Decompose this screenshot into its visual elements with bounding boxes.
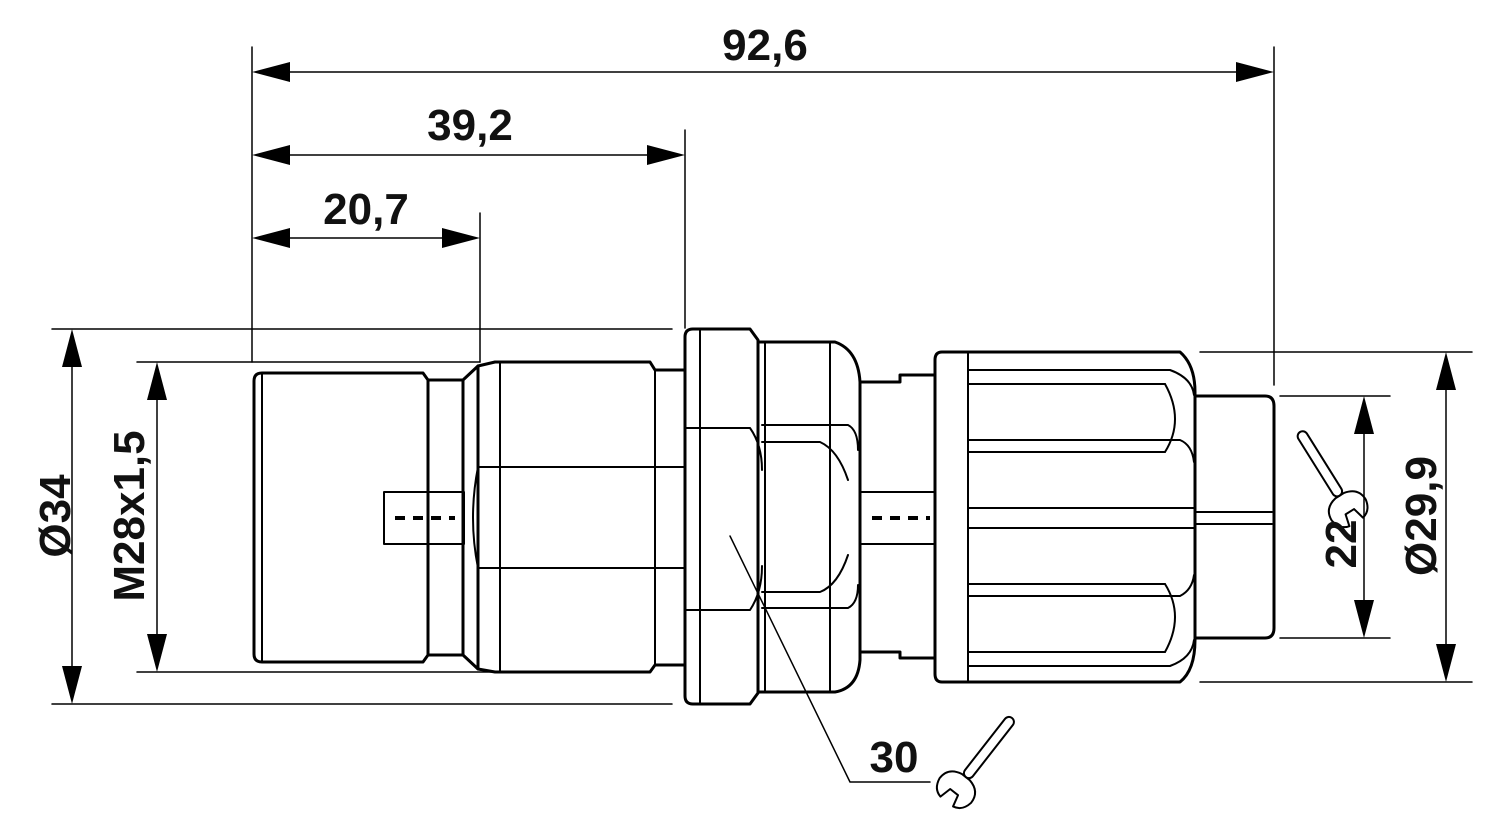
gland-cap: [933, 350, 1197, 684]
dimension-outer-diameter: [51, 328, 673, 705]
gland-diameter-label: Ø29,9: [1397, 456, 1446, 576]
wrench-icon: [1296, 430, 1369, 529]
overall-length-label: 92,6: [722, 21, 808, 70]
nut-wrench-size-label: 30: [870, 733, 919, 782]
dimension-thread-spec: [136, 361, 501, 673]
thread-section: [252, 364, 480, 671]
wrench-icon: [935, 715, 1015, 810]
hex-nut: [683, 327, 763, 706]
dimension-thread-length: [252, 212, 481, 363]
dimension-overall-length: [251, 46, 1275, 386]
nut-leader-line: [729, 535, 931, 783]
cap-wrench-size-label: 22: [1317, 520, 1366, 569]
outer-diameter-label: Ø34: [31, 474, 80, 558]
connector-body: [252, 327, 1276, 706]
nut-length-label: 39,2: [427, 101, 513, 150]
thread-spec-label: M28x1,5: [105, 430, 154, 601]
dimension-cap-wrench-size: [1279, 395, 1391, 639]
coupling-body: [756, 340, 862, 694]
knurled-ring: [472, 360, 687, 674]
dimension-gland-diameter: [1199, 351, 1473, 683]
dimension-nut-length: [252, 129, 686, 329]
cable-outlet: [1193, 394, 1276, 640]
neck: [858, 373, 937, 660]
thread-length-label: 20,7: [323, 185, 409, 234]
